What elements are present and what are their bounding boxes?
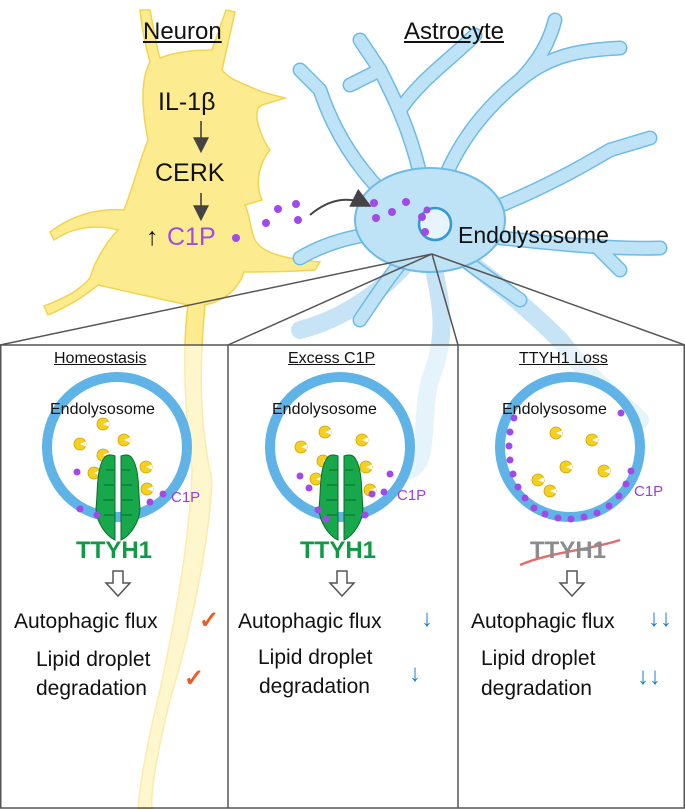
panel-2-lipid-mark: ↓: [409, 660, 421, 687]
il1b-label: IL-1β: [158, 88, 216, 116]
panel-1-flux-mark: ✓: [199, 607, 220, 634]
transfer-arrow: [309, 188, 372, 216]
neuron-header: Neuron: [143, 18, 222, 45]
panel-3-organelle-label: Endolysosome: [502, 401, 607, 418]
panel-2-lipid-2: degradation: [259, 675, 370, 698]
panel-2-c1p: C1P: [397, 487, 427, 504]
panel-frame: [0, 253, 685, 809]
panel-1-lipid-mark: ✓: [184, 665, 205, 692]
panel-2-title: Excess C1P: [288, 350, 376, 367]
panel-2-organelle-label: Endolysosome: [272, 401, 377, 418]
c1p-up-arrow: ↑: [146, 223, 159, 251]
panel-3-lipid-mark: ↓↓: [637, 663, 661, 690]
panel-1-c1p: C1P: [171, 489, 201, 506]
cerk-label: CERK: [155, 159, 225, 187]
panel-3-title: TTYH1 Loss: [519, 350, 608, 367]
panel-2-flux: Autophagic flux: [238, 610, 382, 633]
panel-2-lipid-1: Lipid droplet: [258, 646, 373, 669]
panel-3-flux-mark: ↓↓: [648, 605, 672, 632]
c1p-dots: [232, 198, 431, 242]
panel-3-organelle: [495, 372, 645, 523]
panel-1-ttyh1: TTYH1: [76, 537, 153, 564]
panel-3-ttyh1-lost: TTYH1: [530, 537, 607, 564]
c1p-label: C1P: [167, 223, 216, 251]
hollow-arrows: [104, 570, 586, 598]
endolysosome-label: Endolysosome: [458, 222, 609, 248]
panel-1-lipid-2: degradation: [36, 677, 147, 700]
astrocyte-cell: [291, 12, 668, 479]
panel-2-ttyh1: TTYH1: [300, 537, 377, 564]
panel-3-lipid-1: Lipid droplet: [481, 647, 596, 670]
ttyh1-strike: [519, 538, 621, 567]
panel-3-c1p: C1P: [634, 483, 664, 500]
panel-1-flux: Autophagic flux: [14, 610, 158, 633]
panel-1-lipid-1: Lipid droplet: [36, 648, 151, 671]
panel-3-flux: Autophagic flux: [471, 610, 615, 633]
panel-1-title: Homeostasis: [54, 350, 147, 367]
astrocyte-header: Astrocyte: [404, 18, 505, 45]
panel-3-lipid-2: degradation: [481, 677, 592, 700]
panel-1-organelle: [42, 372, 192, 541]
panel-2-organelle: [265, 372, 415, 541]
panel-2-flux-mark: ↓: [421, 605, 433, 632]
panel-1-organelle-label: Endolysosome: [50, 401, 155, 418]
